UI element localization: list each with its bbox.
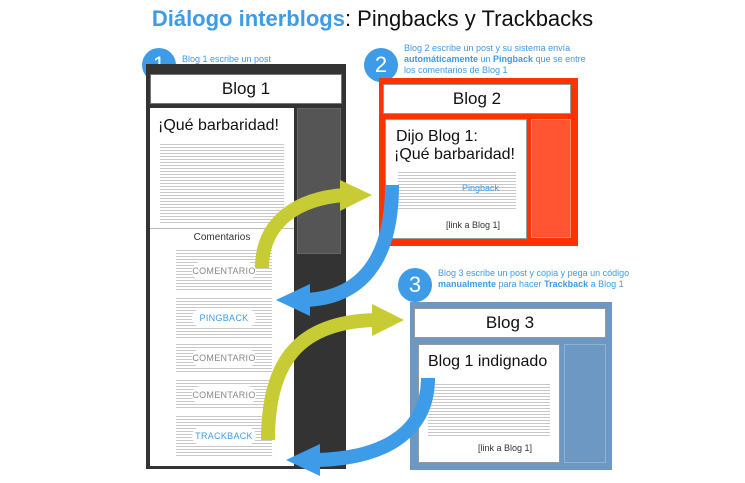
diagram-title: Diálogo interblogs: Pingbacks y Trackbac… (0, 6, 745, 32)
blog2-sidebar (531, 119, 571, 238)
step-3-note-text-a: Blog 3 escribe un post y copia y pega un… (438, 268, 630, 278)
blog2-post-text (398, 172, 516, 210)
step-3-note-text-c: a Blog 1 (588, 279, 624, 289)
green-arrowhead-blog3 (372, 304, 404, 336)
step-3-note-bold-a: manualmente (438, 279, 497, 289)
blog3-header: Blog 3 (414, 308, 606, 338)
green-arrow-to-blog2 (255, 188, 346, 269)
blog3-link: [link a Blog 1] (478, 443, 533, 453)
blog2-pingback-label: Pingback (462, 183, 500, 193)
blog1-comments-label: Comentarios (193, 232, 251, 243)
blue-arrow-pingback (304, 184, 399, 307)
step-3-note: Blog 3 escribe un post y copia y pega un… (438, 268, 630, 290)
step-2-badge: 2 (364, 48, 398, 82)
blog2-header: Blog 2 (383, 84, 571, 114)
comment-label: COMENTARIO (192, 349, 256, 367)
step-2-note-text-b: un (478, 54, 494, 64)
comment-label: COMENTARIO (192, 386, 256, 404)
pingback-label: PINGBACK (192, 309, 256, 327)
step-3-note-bold-b: Trackback (544, 279, 589, 289)
blog3-post-title: Blog 1 indignado (428, 353, 548, 370)
step-3-note-text-b: para hacer (496, 279, 545, 289)
blog2-post-title-line2: ¡Qué barbaridad! (394, 146, 515, 163)
step-2-note-bold-b: Pingback (493, 54, 534, 64)
blog1-sidebar (297, 108, 341, 254)
green-arrow-to-blog3 (261, 313, 376, 441)
title-rest: : Pingbacks y Trackbacks (344, 6, 594, 31)
blog2-link: [link a Blog 1] (446, 220, 501, 230)
step-2-note-text-c: que se entre los comentarios de Blog 1 (404, 54, 586, 75)
step-2-note-bold-a: automáticamente (404, 54, 479, 64)
blog1-separator (150, 228, 294, 229)
blog1-header: Blog 1 (150, 74, 342, 104)
blog3-sidebar (564, 344, 606, 463)
blog1-post-title: ¡Qué barbaridad! (158, 117, 279, 134)
blue-arrowhead-trackback (286, 444, 320, 476)
step-2-note: Blog 2 escribe un post y su sistema enví… (404, 43, 594, 76)
step-1-note: Blog 1 escribe un post (182, 54, 271, 65)
green-arrowhead-blog2 (340, 180, 372, 211)
blog2-post-title-line1: Dijo Blog 1: (396, 128, 478, 145)
trackback-label: TRACKBACK (192, 427, 256, 445)
step-1-note-text: Blog 1 escribe un post (182, 54, 272, 64)
blue-arrowhead-pingback (276, 284, 310, 316)
comment-label: COMENTARIO (192, 262, 256, 280)
blog1-post-text (160, 144, 284, 224)
step-3-badge: 3 (398, 268, 432, 302)
blue-arrow-trackback (317, 377, 435, 467)
step-2-note-text-a: Blog 2 escribe un post y su sistema enví… (404, 43, 571, 53)
title-highlight: Diálogo interblogs (151, 6, 345, 31)
blog3-post-text (428, 384, 550, 436)
